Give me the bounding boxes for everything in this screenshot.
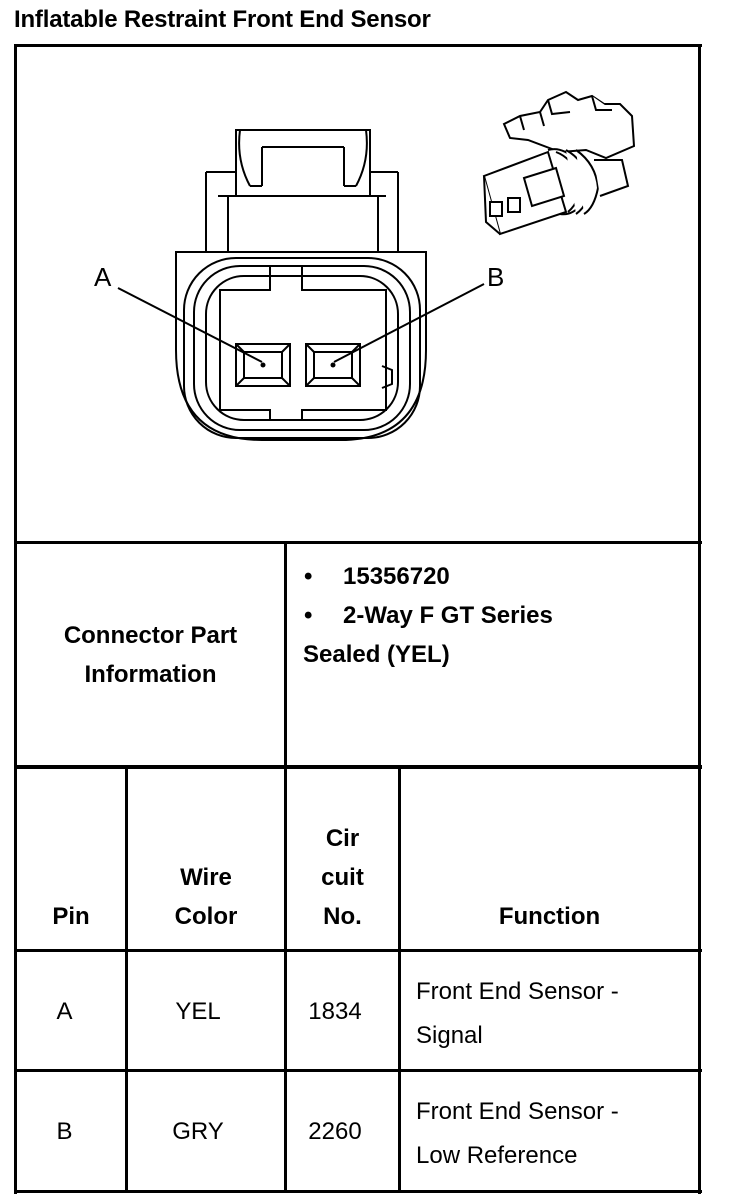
row-b-function-line1: Front End Sensor - bbox=[416, 1098, 619, 1125]
vline-circuit bbox=[398, 765, 401, 1193]
connector-body bbox=[175, 251, 427, 441]
connector-info-label-line2: Information bbox=[84, 661, 217, 688]
row-a-function-line1: Front End Sensor - bbox=[416, 978, 619, 1005]
row-b-pin: B bbox=[56, 1118, 73, 1145]
page-title: Inflatable Restraint Front End Sensor bbox=[14, 6, 431, 33]
divider-header bbox=[14, 949, 702, 952]
connector-diagram: A B bbox=[94, 90, 636, 441]
connector-series: 2-Way F GT Series bbox=[343, 602, 553, 629]
divider-connector bbox=[14, 765, 702, 769]
terminal-b bbox=[305, 343, 361, 387]
vline-wire bbox=[284, 765, 287, 1193]
header-wire-color: Wire Color bbox=[128, 858, 284, 936]
header-pin: Pin bbox=[52, 903, 90, 930]
row-b-function: Front End Sensor - Low Reference bbox=[416, 1090, 619, 1178]
row-a-pin: A bbox=[56, 998, 73, 1025]
divider-row-a bbox=[14, 1069, 702, 1072]
connector-series-continuation: Sealed (YEL) bbox=[303, 641, 450, 668]
vline-connector bbox=[284, 541, 287, 769]
header-wire-color-line1: Wire bbox=[180, 864, 232, 891]
header-function: Function bbox=[498, 903, 601, 930]
frame-right-border bbox=[698, 44, 701, 1194]
header-circuit-line3: No. bbox=[323, 903, 362, 930]
row-a-function: Front End Sensor - Signal bbox=[416, 970, 619, 1058]
row-b-circuit: 2260 bbox=[308, 1118, 362, 1145]
header-circuit-line1: Cir bbox=[325, 825, 360, 852]
pin-b-label: B bbox=[487, 262, 504, 292]
connector-info-label: Connector Part Information bbox=[17, 616, 284, 694]
seal-ring-outer bbox=[183, 257, 421, 439]
pin-a-label: A bbox=[94, 262, 112, 292]
header-circuit: Cir cuit No. bbox=[287, 819, 398, 936]
frame-top-border bbox=[14, 44, 702, 47]
bullet-mark-2: • bbox=[304, 602, 313, 629]
connector-part-number: 15356720 bbox=[343, 563, 450, 590]
connector-3d-illustration bbox=[482, 90, 636, 236]
leader-line-a bbox=[117, 287, 263, 363]
row-a-wire-color: YEL bbox=[175, 998, 221, 1025]
frame-bottom-border bbox=[14, 1190, 702, 1193]
header-wire-color-line2: Color bbox=[174, 903, 238, 930]
divider-diagram bbox=[14, 541, 702, 544]
row-b-function-line2: Low Reference bbox=[416, 1142, 578, 1169]
bullet-mark-1: • bbox=[304, 563, 313, 590]
vline-pin bbox=[125, 765, 128, 1193]
leader-line-b bbox=[333, 283, 485, 363]
connector-info-label-line1: Connector Part bbox=[63, 622, 238, 649]
terminal-a bbox=[235, 343, 291, 387]
header-circuit-line2: cuit bbox=[321, 864, 364, 891]
frame-left-border bbox=[14, 44, 17, 1194]
row-a-function-line2: Signal bbox=[416, 1022, 483, 1049]
row-b-wire-color: GRY bbox=[172, 1118, 224, 1145]
row-a-circuit: 1834 bbox=[308, 998, 362, 1025]
